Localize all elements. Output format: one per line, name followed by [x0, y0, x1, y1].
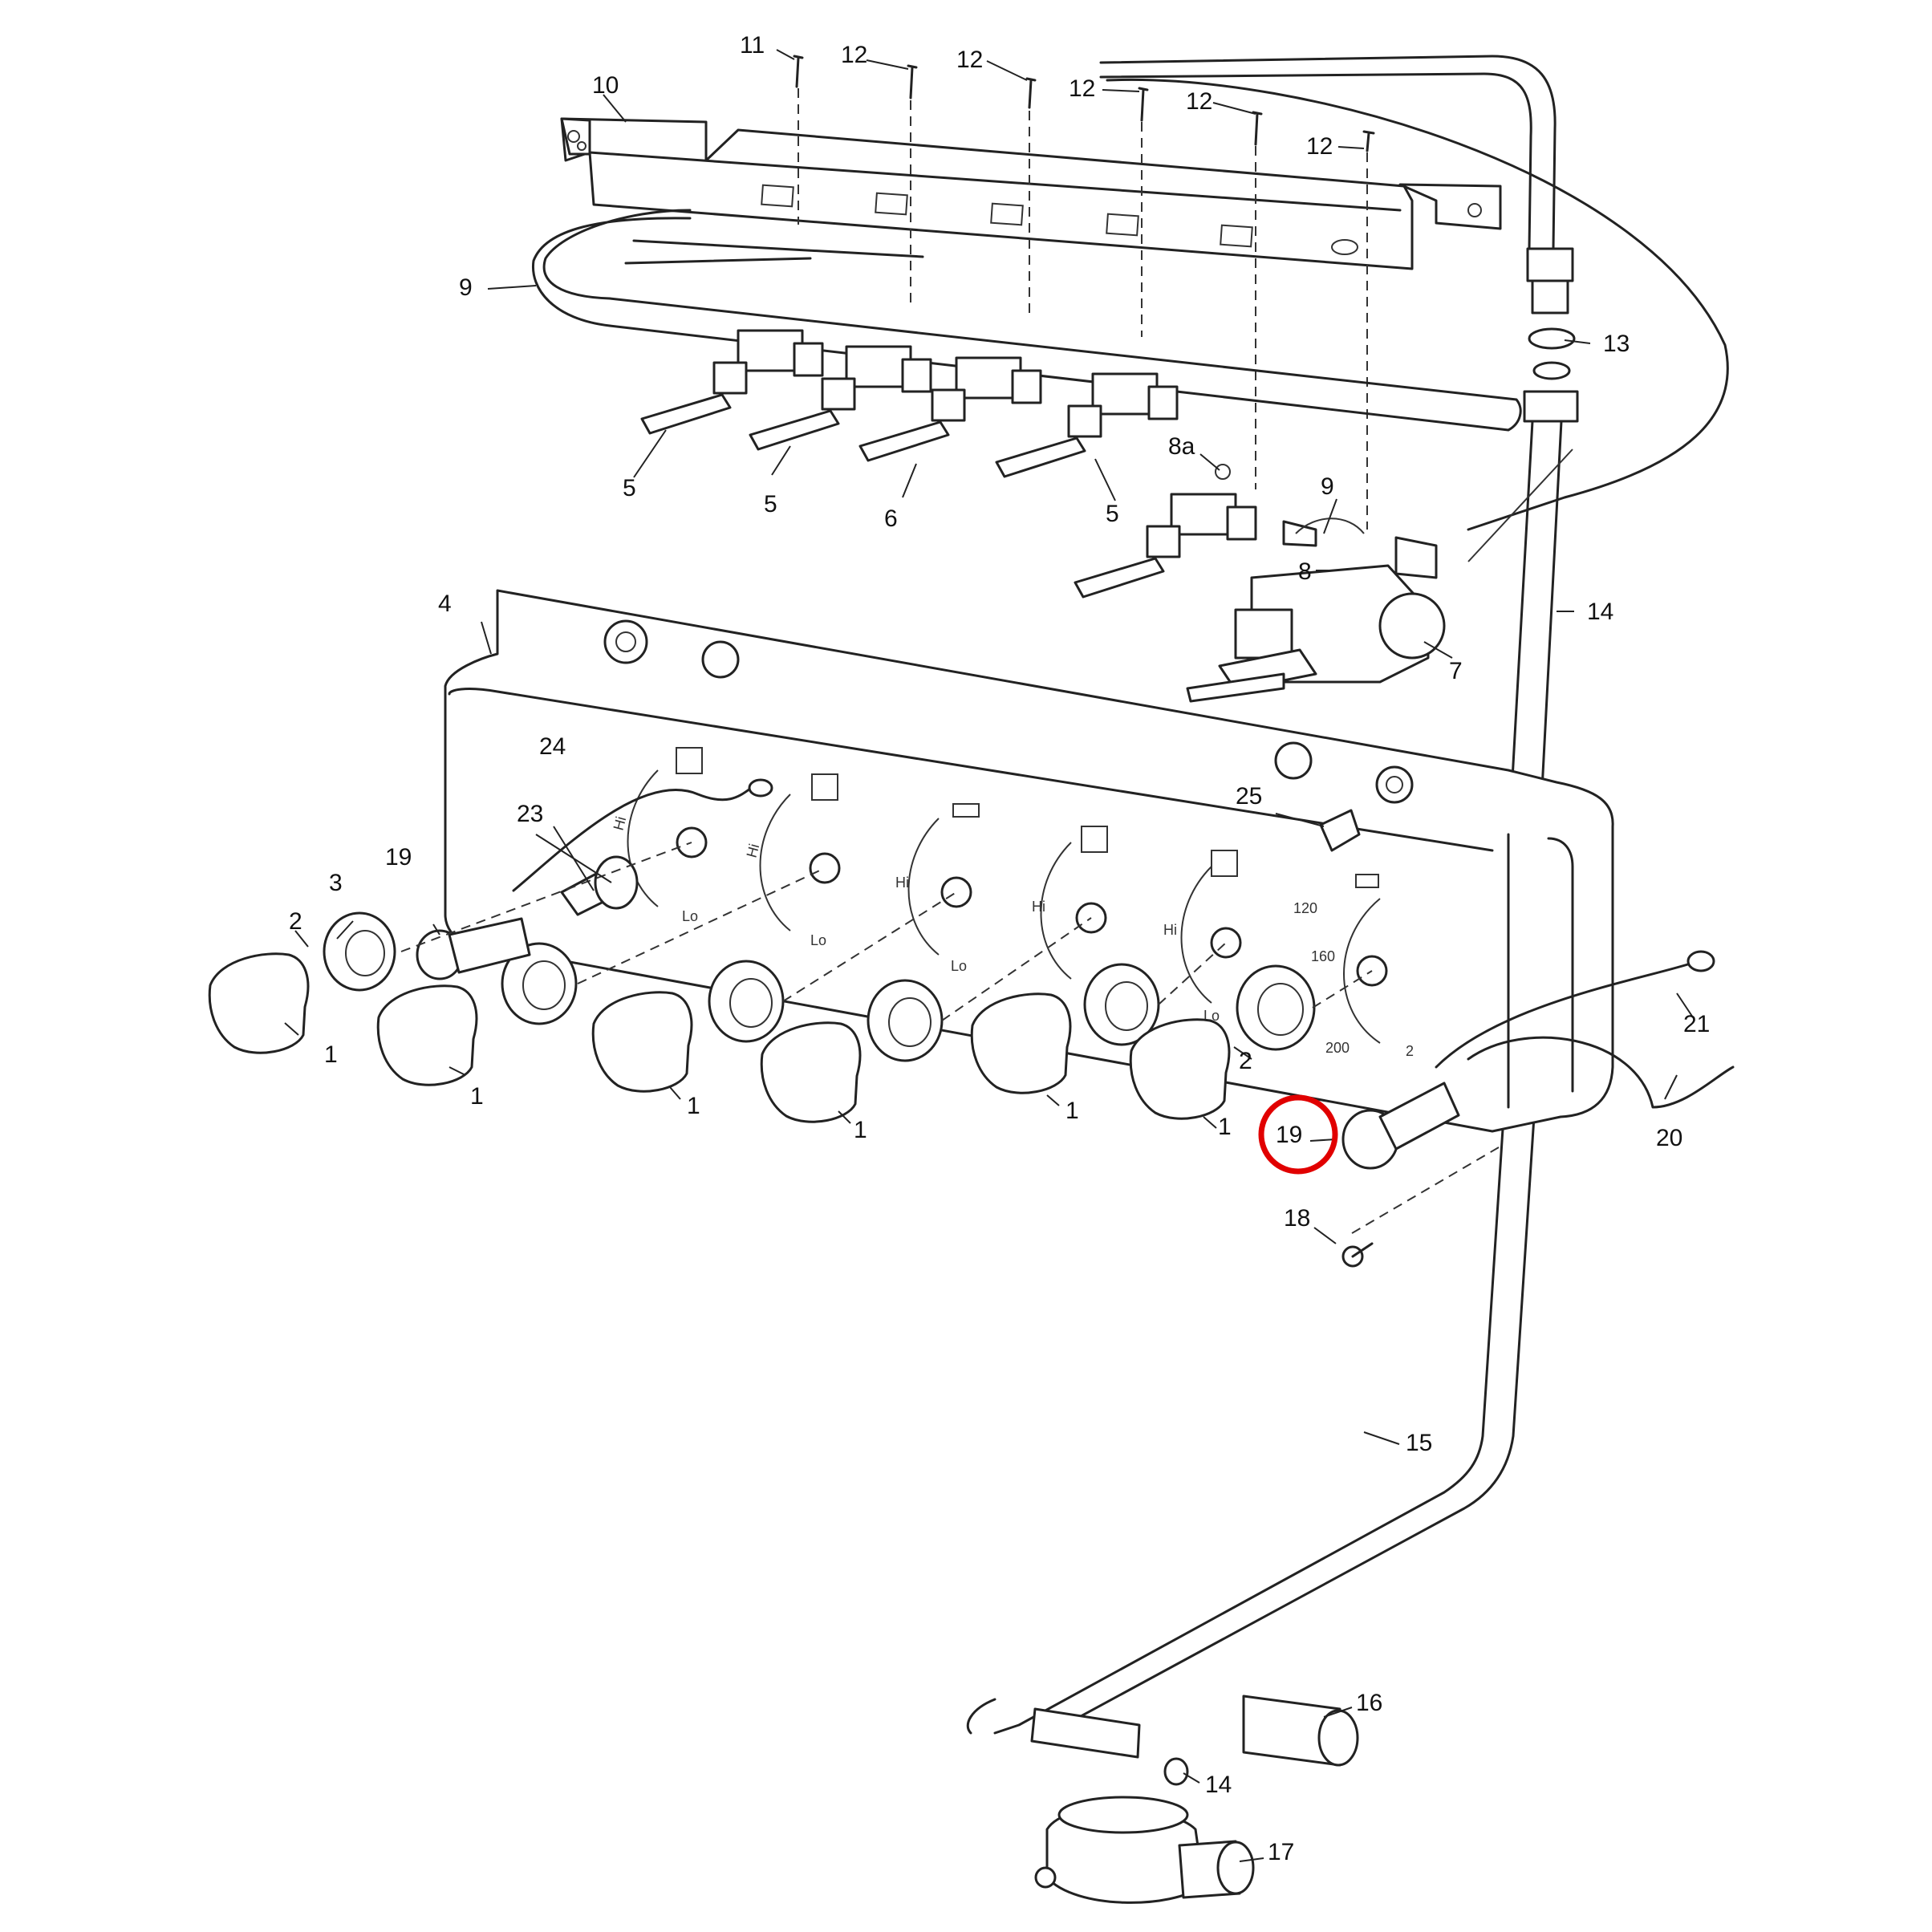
dial-marks: Hi Lo Hi Lo Hi Lo Hi Lo Hi Lo 120 160 20… [611, 814, 1414, 1059]
callout-1: 1 [1065, 1098, 1079, 1124]
callout-7: 7 [1449, 658, 1463, 684]
callout-20: 20 [1656, 1125, 1682, 1151]
callout-15: 14 [1587, 599, 1613, 625]
callout-12: 12 [1186, 88, 1212, 115]
callout-23: 23 [517, 801, 543, 827]
dial-mark-hi: Hi [895, 875, 909, 891]
callout-11: 10 [592, 72, 619, 99]
dial-mark-160: 160 [1311, 948, 1335, 964]
dial-mark-hi: Hi [1163, 922, 1177, 938]
dial-mark-200: 200 [1325, 1040, 1350, 1056]
gas-pipe [966, 55, 1729, 1759]
dial-mark-lo: Lo [810, 932, 826, 948]
callout-1: 1 [1218, 1114, 1232, 1140]
dial-mark-2: 2 [1406, 1043, 1414, 1059]
callout-8: 8 [1298, 558, 1312, 585]
top-rail-bracket [560, 117, 1502, 270]
assembly-lines [400, 842, 1373, 1021]
callout-8a: 8a [1168, 433, 1195, 460]
callout-1: 1 [687, 1093, 700, 1119]
control-fascia [444, 589, 1614, 1133]
callout-16: 16 [1356, 1690, 1382, 1716]
callout-5: 5 [764, 491, 777, 518]
dial-mark-hi: Hi [1032, 899, 1045, 915]
callout-1: 1 [854, 1117, 867, 1143]
regulator-fittings [1034, 1695, 1359, 1904]
burner-valves [640, 329, 1257, 599]
dial-mark-hi: Hi [611, 814, 630, 832]
callout-21: 21 [1683, 1011, 1710, 1037]
callout-5: 5 [623, 475, 636, 501]
dial-mark-hi: Hi [744, 842, 763, 859]
callout-6: 6 [884, 505, 898, 532]
callout-25: 25 [1236, 783, 1262, 810]
callout-18: 18 [1284, 1205, 1310, 1232]
control-knobs [208, 952, 1231, 1123]
callout-2: 2 [289, 908, 302, 935]
callout-19: 19 [1276, 1122, 1302, 1148]
callout-12: 12 [956, 47, 983, 73]
knob-bezels [323, 911, 1316, 1062]
callout-2: 2 [1239, 1048, 1252, 1074]
highlight-circle [1258, 1094, 1338, 1175]
dial-mark-lo: Lo [951, 958, 967, 974]
callout-24: 24 [539, 733, 566, 760]
callout-1: 1 [324, 1041, 338, 1068]
callout-1: 1 [470, 1083, 484, 1110]
callout-5: 5 [1106, 501, 1119, 527]
callout-labels: 11 12 12 12 12 10 12 9 13 5 5 6 5 8a 9 8… [289, 32, 1710, 1865]
dial-mark-120: 120 [1293, 900, 1317, 916]
callout-leaders [284, 49, 1694, 1862]
callout-4: 4 [438, 591, 452, 617]
callout-3: 3 [329, 870, 343, 896]
dial-mark-lo: Lo [682, 908, 698, 924]
callout-14: 14 [1205, 1772, 1232, 1798]
oven-thermostat [1186, 518, 1446, 703]
callout-12: 12 [841, 42, 867, 68]
callout-12: 12 [1069, 75, 1095, 102]
screws [793, 55, 1375, 530]
callout-13: 12 [1306, 133, 1333, 160]
callout-12: 11 [740, 32, 765, 59]
callout-17: 17 [1268, 1839, 1294, 1865]
callout-19: 19 [385, 844, 412, 871]
callout-15: 15 [1406, 1430, 1432, 1456]
callout-14: 13 [1603, 331, 1630, 357]
callout-9: 9 [1321, 473, 1334, 500]
gas-manifold [531, 209, 1522, 432]
callout-10: 9 [459, 274, 473, 301]
